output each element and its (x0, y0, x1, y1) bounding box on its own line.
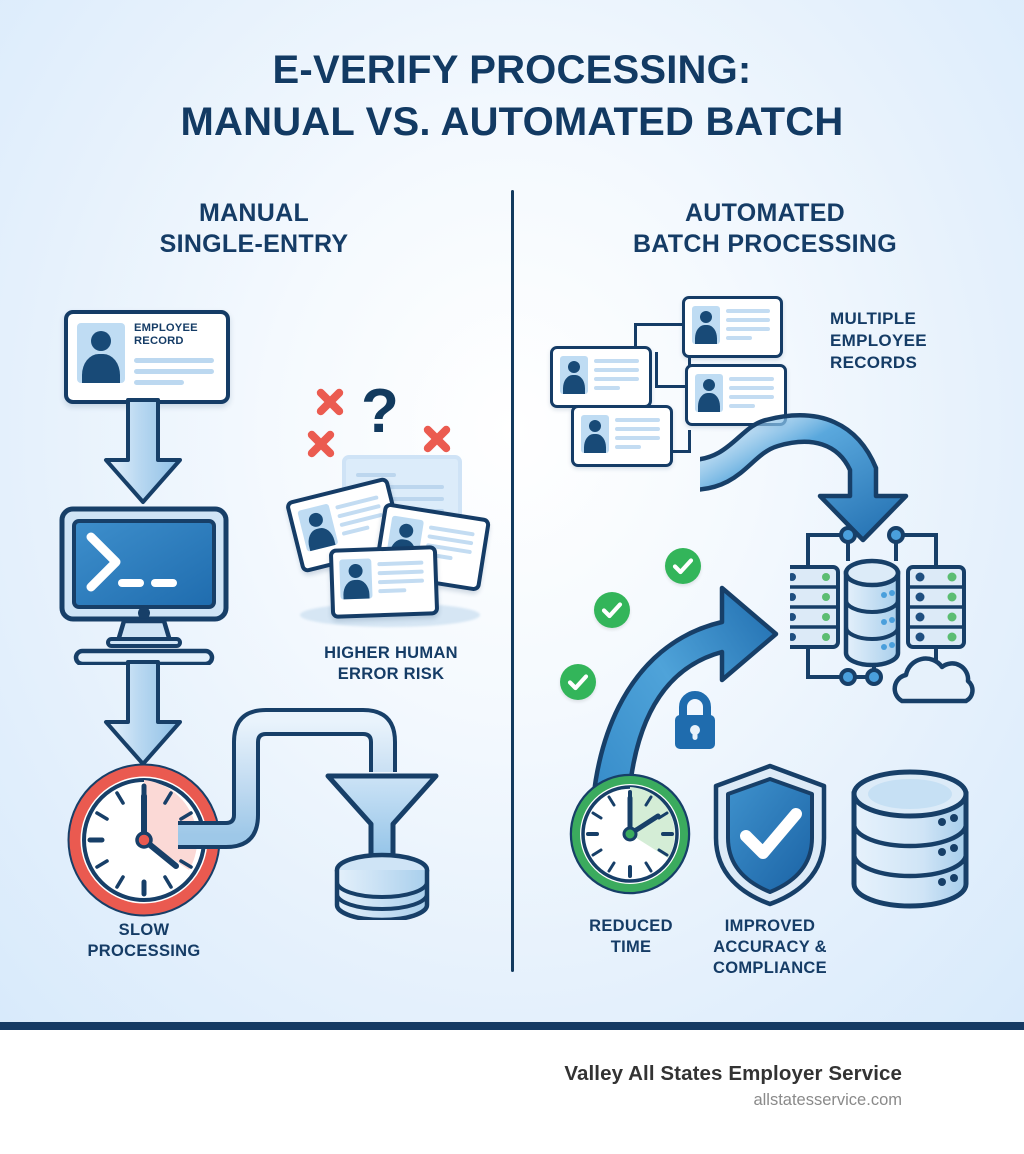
accuracy-line-1: IMPROVED (724, 917, 816, 935)
slow-caption-line-2: PROCESSING (87, 942, 201, 961)
mini-record-card (550, 346, 652, 408)
check-circle-1-icon (665, 548, 701, 584)
scattered-records-icon (284, 455, 492, 635)
avatar (77, 323, 125, 383)
x-mark-1-icon (313, 385, 347, 419)
mini-record-card (682, 296, 783, 358)
down-arrow-2-icon (100, 660, 186, 768)
left-heading-line-2: SINGLE-ENTRY (159, 230, 349, 259)
error-caption-line-2: ERROR RISK (337, 665, 445, 684)
reduced-time-line-2: TIME (610, 938, 652, 957)
mini-record-card (685, 364, 787, 426)
right-heading-line-2: BATCH PROCESSING (632, 230, 898, 259)
desktop-terminal-icon (58, 505, 230, 667)
left-column-heading: MANUAL SINGLE-ENTRY (34, 198, 474, 261)
shield-check-icon (708, 762, 832, 908)
record-wire (634, 323, 684, 326)
title-line-1: E-VERIFY PROCESSING: (272, 48, 752, 92)
records-caption-line-3: RECORDS (830, 352, 918, 372)
down-arrow-1-icon (100, 398, 186, 506)
record-wire (655, 385, 689, 388)
accuracy-line-2: ACCURACY & (713, 938, 827, 957)
scattered-record-card (328, 545, 440, 619)
x-mark-3-icon (420, 422, 454, 456)
employee-record-label: EMPLOYEE RECORD (134, 322, 220, 349)
error-caption-line-1: HIGHER HUMAN (324, 644, 458, 662)
multiple-records-caption: MULTIPLE EMPLOYEE RECORDS (830, 308, 990, 373)
records-caption-line-2: EMPLOYEE (830, 330, 927, 350)
higher-error-risk-caption: HIGHER HUMAN ERROR RISK (290, 643, 492, 685)
title-line-2: MANUAL VS. AUTOMATED BATCH (180, 100, 844, 144)
reduced-time-caption: REDUCED TIME (556, 916, 706, 958)
slow-caption-line-1: SLOW (118, 921, 170, 939)
employee-record-card-icon: EMPLOYEE RECORD (64, 310, 230, 404)
main-panel: E-VERIFY PROCESSING: MANUAL VS. AUTOMATE… (0, 0, 1024, 1022)
employee-record-label-line-2: RECORD (134, 335, 184, 348)
slow-processing-caption: SLOW PROCESSING (54, 920, 234, 962)
multiple-records-icon (550, 290, 802, 470)
right-column-heading: AUTOMATED BATCH PROCESSING (540, 198, 990, 261)
question-mark-icon: ? (361, 377, 399, 446)
records-caption-line-1: MULTIPLE (830, 309, 917, 328)
right-heading-line-1: AUTOMATED (684, 199, 846, 227)
green-clock-icon (568, 772, 692, 896)
employee-record-label-line-1: EMPLOYEE (134, 322, 198, 334)
curved-up-arrow-icon (576, 548, 786, 871)
record-wire (688, 430, 691, 452)
mini-record-card (571, 405, 673, 467)
pipe-funnel-database-icon (170, 690, 468, 923)
database-stack-icon (846, 768, 974, 910)
accuracy-line-3: COMPLIANCE (713, 959, 827, 978)
footer: Valley All States Employer Service allst… (0, 1030, 1024, 1154)
company-url[interactable]: allstatesservice.com (753, 1091, 902, 1109)
curved-flow-arrow-down-icon (687, 340, 960, 550)
reduced-time-line-1: REDUCED (589, 917, 673, 935)
check-circle-2-icon (594, 592, 630, 628)
panel-bottom-bar (0, 1022, 1024, 1030)
page-title: E-VERIFY PROCESSING: MANUAL VS. AUTOMATE… (0, 44, 1024, 148)
left-heading-line-1: MANUAL (198, 199, 310, 227)
padlock-icon (668, 690, 722, 752)
server-database-cloud-icon (780, 505, 990, 705)
company-name: Valley All States Employer Service (564, 1062, 902, 1085)
check-circle-3-icon (560, 664, 596, 700)
record-wire (655, 352, 658, 388)
column-divider (511, 190, 514, 972)
improved-accuracy-caption: IMPROVED ACCURACY & COMPLIANCE (690, 916, 850, 979)
